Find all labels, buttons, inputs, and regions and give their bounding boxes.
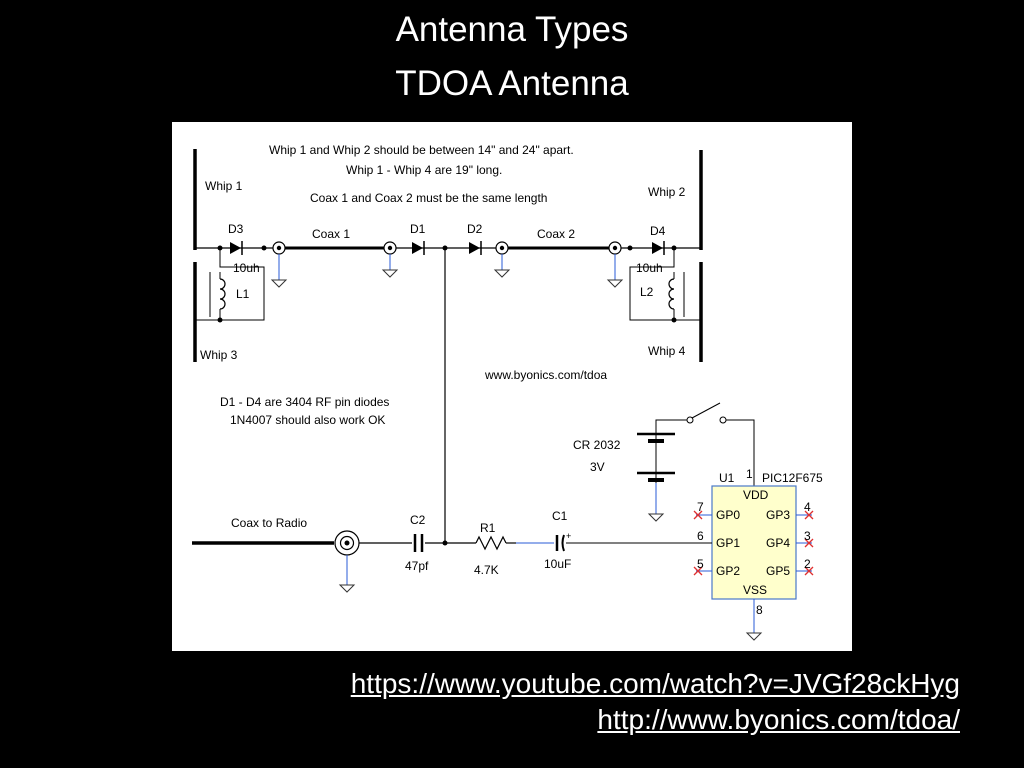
diode-d2 (469, 241, 482, 255)
ic-pin-8-number: 8 (756, 603, 763, 617)
ic-pin-2-number: 2 (804, 557, 811, 571)
whip-4-label: Whip 4 (648, 344, 686, 358)
c2-value: 47pf (405, 559, 429, 573)
diode-d1 (412, 241, 425, 255)
diode-d3-label: D3 (228, 222, 244, 236)
note-length: Whip 1 - Whip 4 are 19" long. (346, 163, 502, 177)
radio-connector (334, 530, 360, 556)
svg-text:+: + (566, 531, 571, 541)
ic-u1 (693, 485, 814, 641)
slide-subtitle: TDOA Antenna (395, 64, 629, 103)
coax-2-label: Coax 2 (537, 227, 575, 241)
c2-label: C2 (410, 513, 426, 527)
coax-1-left-connector (272, 241, 286, 255)
battery-name-label: CR 2032 (573, 438, 621, 452)
c1-value: 10uF (544, 557, 571, 571)
ic-pin-gp2: GP2 (716, 564, 740, 578)
note-coax: Coax 1 and Coax 2 must be the same lengt… (310, 191, 547, 205)
diode-d4 (652, 241, 665, 255)
ic-part-label: PIC12F675 (762, 471, 823, 485)
l2-value-label: 10uh (636, 261, 663, 275)
youtube-link[interactable]: https://www.youtube.com/watch?v=JVGf28ck… (350, 668, 960, 699)
r1-value: 4.7K (474, 563, 499, 577)
c1-label: C1 (552, 509, 568, 523)
ic-pin-6-number: 6 (697, 529, 704, 543)
whip-2-label: Whip 2 (648, 185, 686, 199)
coax-to-radio-label: Coax to Radio (231, 516, 307, 530)
ic-pin-7-number: 7 (697, 500, 704, 514)
diode-d1-label: D1 (410, 222, 426, 236)
url-label: www.byonics.com/tdoa (484, 368, 607, 382)
ic-pin-5-number: 5 (697, 557, 704, 571)
inductor-l1 (195, 248, 265, 323)
l1-label: L1 (236, 287, 250, 301)
r1-label: R1 (480, 521, 496, 535)
whip-1-label: Whip 1 (205, 179, 243, 193)
tdoa-schematic: Whip 1 and Whip 2 should be between 14" … (172, 122, 852, 651)
diode-d2-label: D2 (467, 222, 483, 236)
resistor-r1 (475, 535, 507, 551)
battery-voltage-label: 3V (590, 460, 605, 474)
l1-value-label: 10uh (233, 261, 260, 275)
ic-pin-gp5: GP5 (766, 564, 790, 578)
ic-vss-label: VSS (743, 583, 767, 597)
ic-pin-1-number: 1 (746, 467, 753, 481)
l2-label: L2 (640, 285, 654, 299)
capacitor-c1: + (555, 531, 571, 552)
diode-d4-label: D4 (650, 224, 666, 238)
ic-pin-gp4: GP4 (766, 536, 790, 550)
diode-d3 (230, 241, 243, 255)
diode-note-1: D1 - D4 are 3404 RF pin diodes (220, 395, 389, 409)
ic-pin-gp3: GP3 (766, 508, 790, 522)
ic-ref-label: U1 (719, 471, 735, 485)
coax-1-right-connector (383, 241, 397, 255)
ic-pin-4-number: 4 (804, 500, 811, 514)
inductor-l2 (629, 248, 701, 323)
note-spacing: Whip 1 and Whip 2 should be between 14" … (269, 143, 574, 157)
ic-pin-3-number: 3 (804, 529, 811, 543)
whip-3-label: Whip 3 (200, 348, 238, 362)
ic-vdd-label: VDD (743, 488, 769, 502)
byonics-link[interactable]: http://www.byonics.com/tdoa/ (597, 704, 960, 735)
coax-2-right-connector (608, 241, 622, 255)
ic-pin-gp1: GP1 (716, 536, 740, 550)
coax-1-label: Coax 1 (312, 227, 350, 241)
diode-note-2: 1N4007 should also work OK (230, 413, 385, 427)
power-switch (656, 402, 755, 486)
capacitor-c2 (413, 534, 424, 552)
coax-2-left-connector (495, 241, 509, 255)
ic-pin-gp0: GP0 (716, 508, 740, 522)
slide-title: Antenna Types (395, 10, 629, 49)
